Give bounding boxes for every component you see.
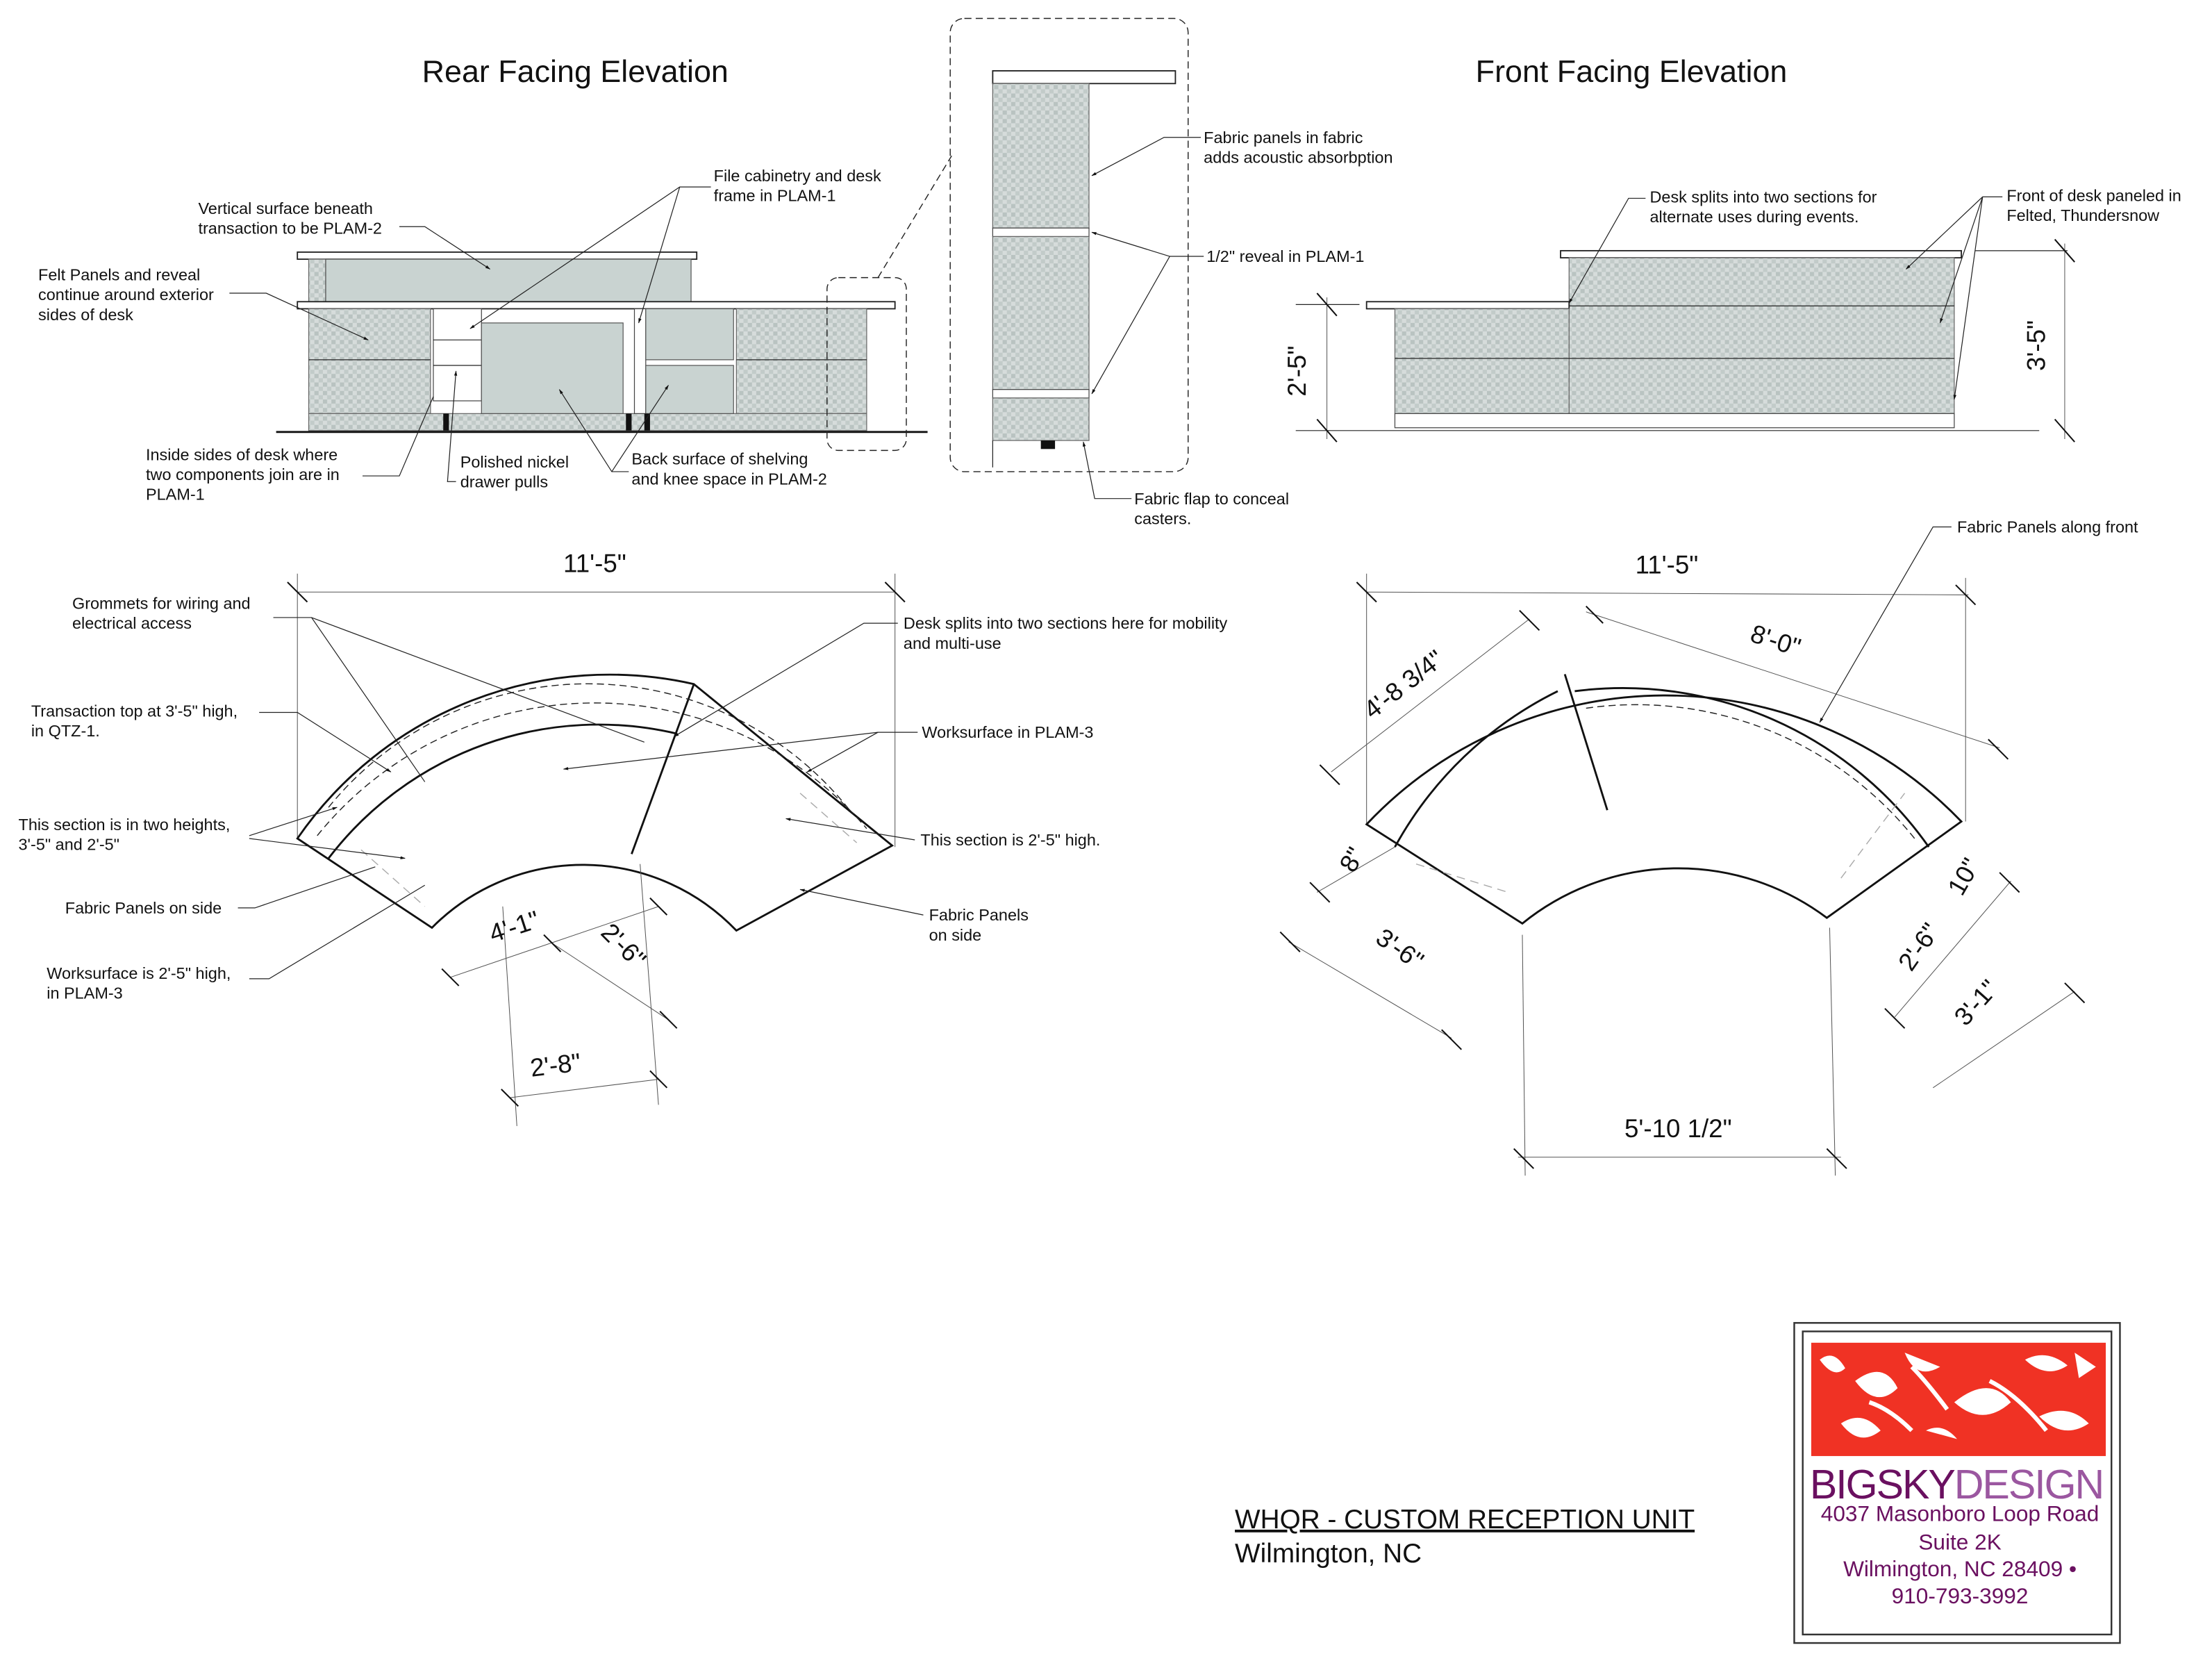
logo-leaf-graphic xyxy=(1811,1342,2106,1456)
dim-right-3-1: 3'-1" xyxy=(1949,974,2004,1031)
dim-right-10: 10" xyxy=(1942,853,1985,900)
note-reveal: 1/2" reveal in PLAM-1 xyxy=(1206,247,1364,265)
dim-front-low: 2'-5" xyxy=(1283,346,1311,397)
logo-phone: 910-793-3992 xyxy=(1892,1583,2029,1608)
logo-address-line1: 4037 Masonboro Loop Road xyxy=(1821,1501,2099,1526)
note-fabric-side: Fabric Panels on side xyxy=(65,899,222,917)
dim-right-bottom: 5'-10 1/2" xyxy=(1624,1114,1732,1143)
logo-block: BIGSKYDESIGN 4037 Masonboro Loop Road Su… xyxy=(1793,1322,2121,1644)
title-block: WHQR - CUSTOM RECEPTION UNIT Wilmington,… xyxy=(1235,1505,1695,1569)
logo-address-line3: Wilmington, NC 28409 • xyxy=(1843,1556,2077,1581)
dim-left-4-1: 4'-1" xyxy=(485,905,542,948)
front-elevation-title: Front Facing Elevation xyxy=(1476,53,1788,89)
rear-elevation: Rear Facing Elevation Vertical surface b… xyxy=(38,53,952,504)
plan-left: 11'-5" 4'-1" 2'-6" 2'-8" Grommets for wi… xyxy=(19,550,1228,1126)
dim-left-overall: 11'-5" xyxy=(563,550,626,578)
note-worksurface-low: Worksurface is 2'-5" high,in PLAM-3 xyxy=(47,964,231,1002)
dim-right-3-6: 3'-6" xyxy=(1371,923,1429,975)
note-two-heights: This section is in two heights,3'-5" and… xyxy=(19,816,231,854)
project-title: WHQR - CUSTOM RECEPTION UNIT xyxy=(1235,1505,1695,1535)
logo-address-line2: Suite 2K xyxy=(1918,1530,2001,1555)
logo-brand: BIGSKYDESIGN xyxy=(1810,1461,2103,1507)
note-desk-splits-plan: Desk splits into two sections here for m… xyxy=(904,614,1228,652)
dim-front-high: 3'-5" xyxy=(2022,320,2050,371)
dim-left-2-8: 2'-8" xyxy=(529,1048,583,1082)
dim-right-8: 8" xyxy=(1334,843,1370,877)
note-section-low: This section is 2'-5" high. xyxy=(920,831,1100,849)
dim-right-overall: 11'-5" xyxy=(1636,551,1699,579)
dim-right-left-seg: 4'-8 3/4" xyxy=(1358,645,1449,725)
rear-elevation-title: Rear Facing Elevation xyxy=(422,53,729,89)
note-transaction-top: Transaction top at 3'-5" high,in QTZ-1. xyxy=(31,702,238,741)
dim-left-2-6: 2'-6" xyxy=(596,918,652,974)
note-worksurface-plam3: Worksurface in PLAM-3 xyxy=(922,723,1093,741)
note-fabric-front: Fabric Panels along front xyxy=(1957,518,2138,536)
dim-right-arc: 8'-0" xyxy=(1747,619,1804,662)
plan-right: 11'-5" 4'-8 3/4" 8'-0" 8" 3'-6" 10" 2'-6… xyxy=(1279,518,2138,1176)
project-location: Wilmington, NC xyxy=(1235,1539,1422,1569)
front-elevation: Front Facing Elevation 2'-5" 3'-5" Desk … xyxy=(1283,53,2181,443)
